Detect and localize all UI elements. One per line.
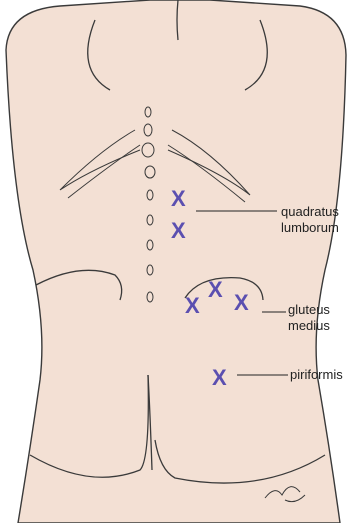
- trigger-point-marker: X: [171, 186, 186, 211]
- trigger-point-marker: X: [212, 365, 227, 390]
- label-line: quadratus: [281, 204, 339, 220]
- label-gluteus-medius: gluteus medius: [288, 302, 330, 334]
- trigger-point-marker: X: [208, 277, 223, 302]
- label-line: gluteus: [288, 302, 330, 318]
- label-line: lumborum: [281, 220, 339, 236]
- label-piriformis: piriformis: [290, 367, 343, 383]
- trigger-point-marker: X: [234, 290, 249, 315]
- back-silhouette: [6, 0, 346, 523]
- trigger-point-marker: X: [185, 293, 200, 318]
- label-line: medius: [288, 318, 330, 334]
- label-quadratus-lumborum: quadratus lumborum: [281, 204, 339, 236]
- trigger-point-marker: X: [171, 218, 186, 243]
